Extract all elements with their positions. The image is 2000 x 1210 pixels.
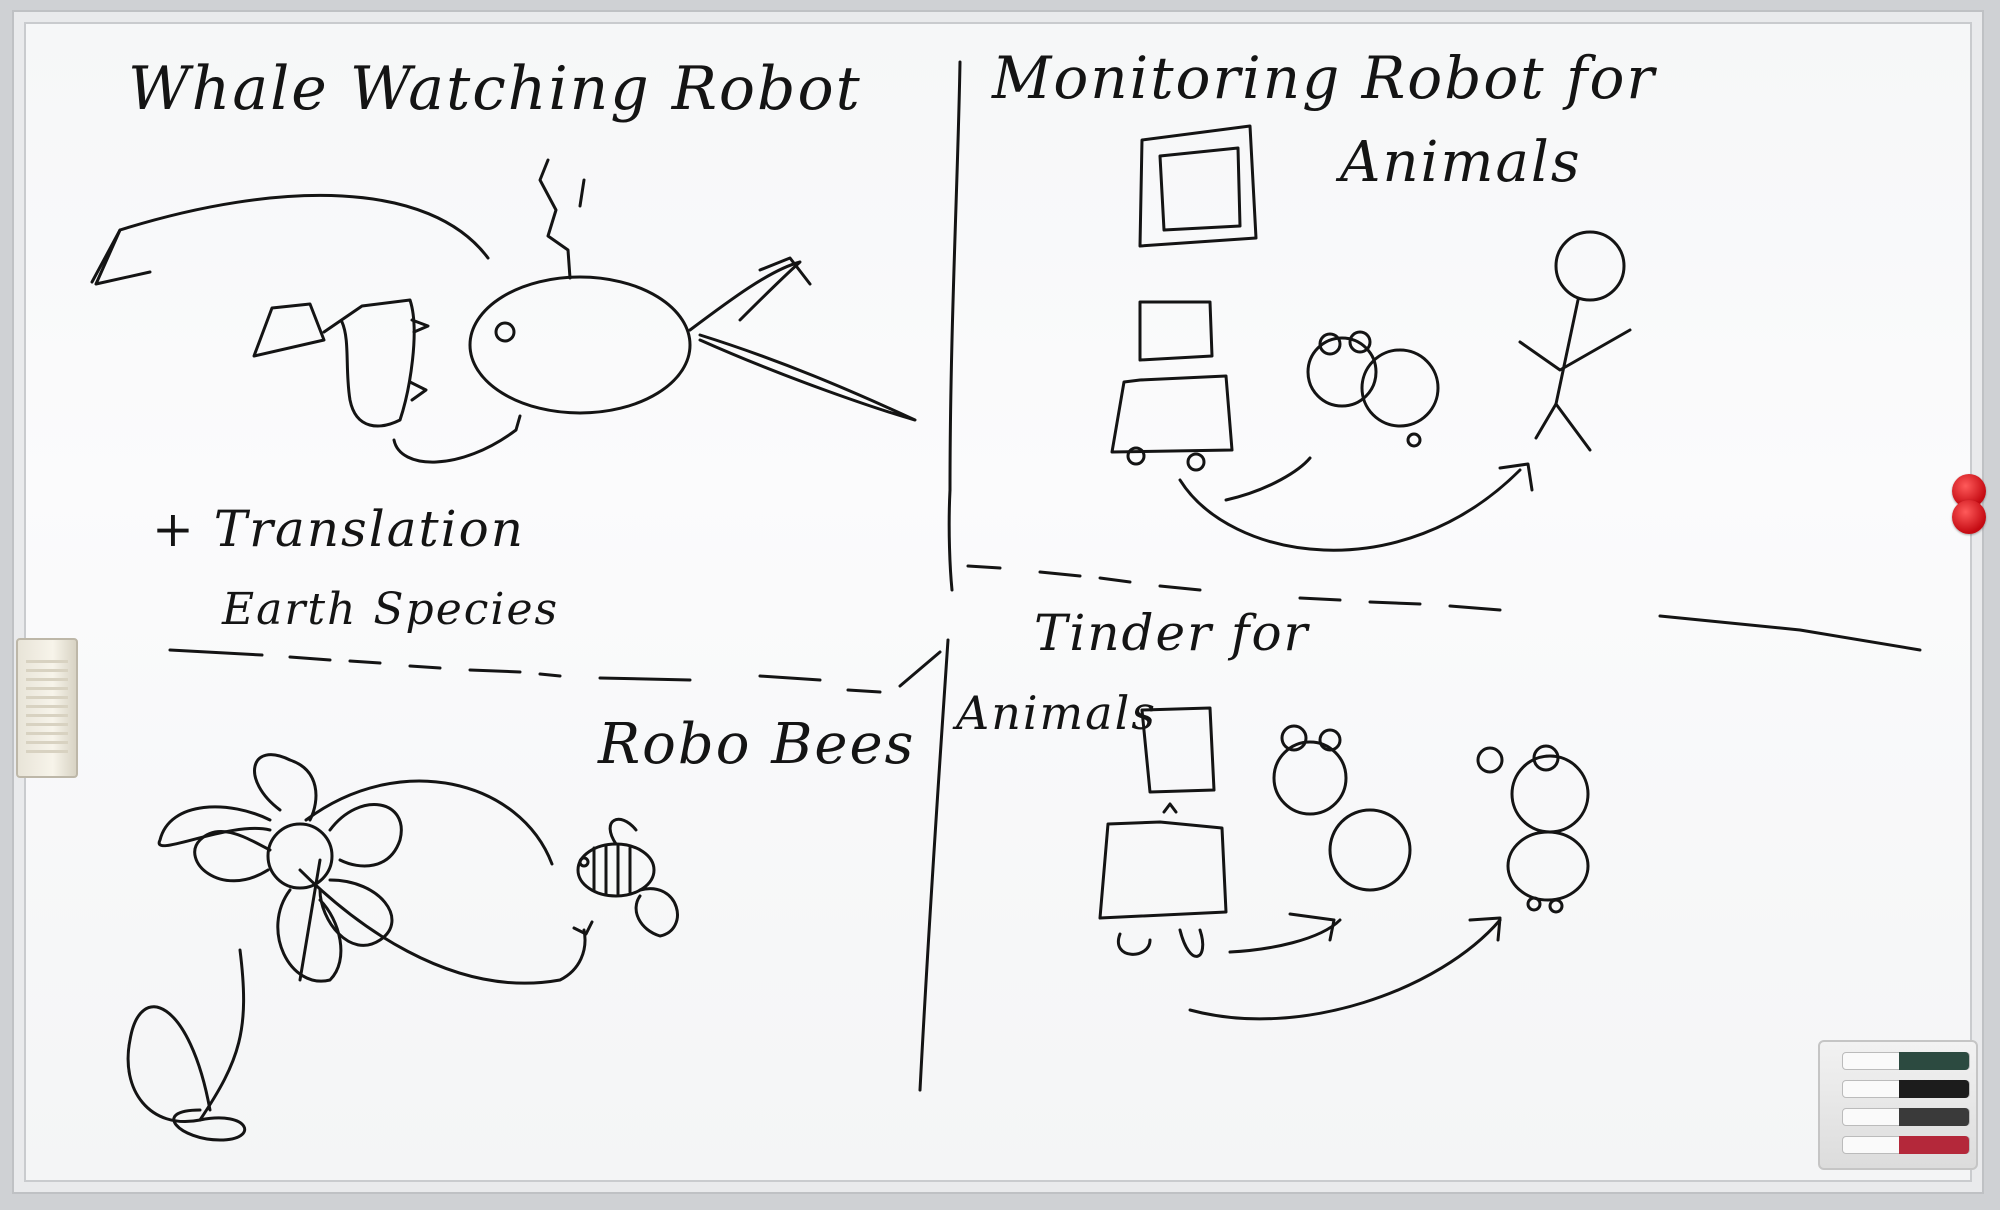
red-magnet-bottom[interactable] <box>1952 500 1986 534</box>
q1-title: Whale Watching Robot <box>128 54 862 124</box>
q4-title-line2: Animals <box>956 686 1157 740</box>
q4-arrows <box>1188 912 1502 1021</box>
whiteboard-eraser[interactable] <box>16 638 78 778</box>
q2-title-line1: Monitoring Robot for <box>992 44 1657 112</box>
bear-pair-sketch <box>1272 724 1590 914</box>
q2-arrows <box>1178 456 1534 552</box>
flower-sketch <box>157 753 403 983</box>
butterfly-sketch <box>126 948 247 1142</box>
quadrant-dividers <box>168 60 1922 1092</box>
q2-title-line2: Animals <box>1340 130 1582 195</box>
bee-sketch <box>576 817 679 938</box>
q1-note-line1: + Translation <box>152 500 525 558</box>
whiteboard <box>14 12 1982 1192</box>
monitor-sketch <box>1138 124 1258 248</box>
robot-sketch <box>252 298 522 464</box>
q1-note-line2: Earth Species <box>222 584 560 635</box>
bear-sketch <box>1306 330 1440 448</box>
phone-sketch <box>1098 706 1228 958</box>
robot-cart-sketch <box>1110 300 1234 472</box>
q3-title: Robo Bees <box>598 712 916 777</box>
person-sketch <box>1518 230 1632 452</box>
q4-title-line1: Tinder for <box>1034 604 1310 662</box>
marker-tray <box>1818 1040 1978 1170</box>
marker-black[interactable] <box>1842 1080 1970 1098</box>
whale-sketch <box>90 158 917 422</box>
marker-red[interactable] <box>1842 1136 1970 1154</box>
q3-arrows <box>298 779 594 985</box>
marker-green[interactable] <box>1842 1052 1970 1070</box>
marker-dark[interactable] <box>1842 1108 1970 1126</box>
